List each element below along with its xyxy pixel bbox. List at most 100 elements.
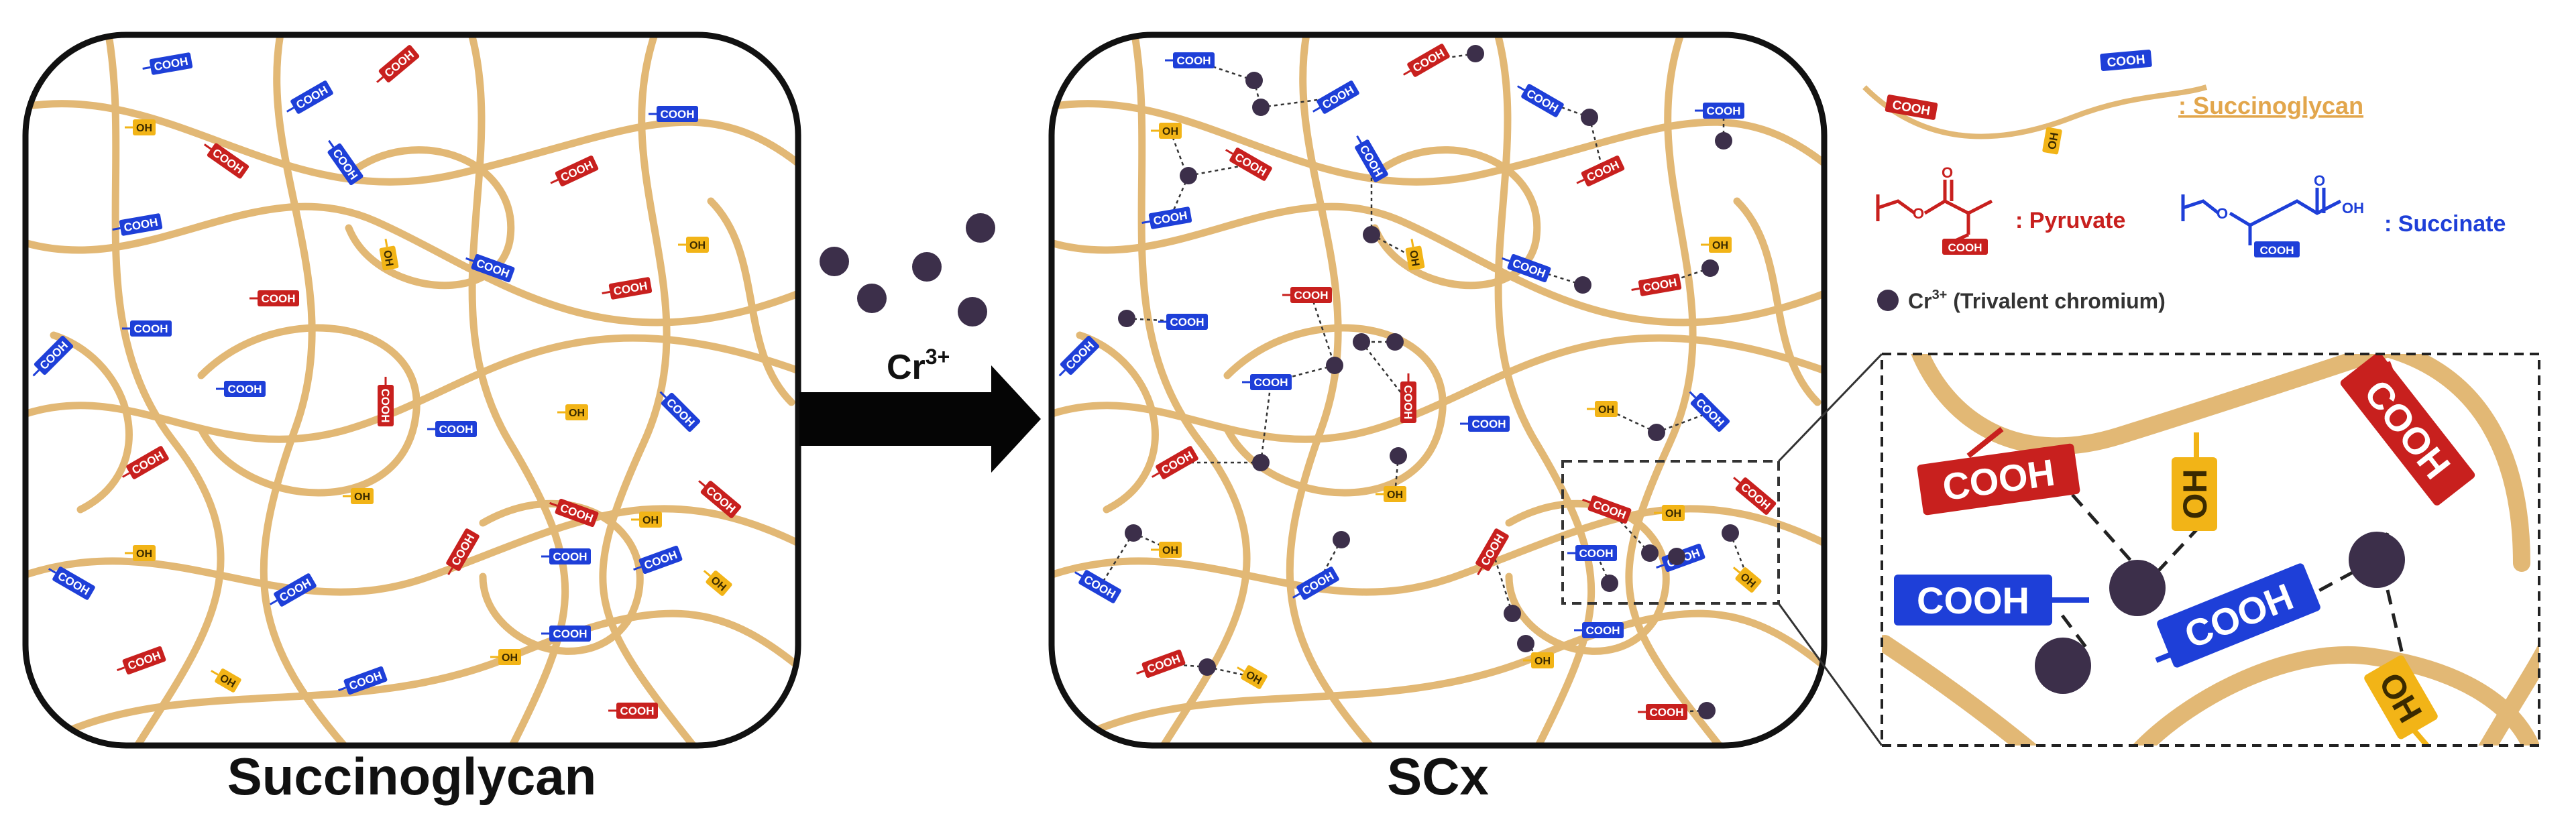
svg-text:COOH: COOH [553, 550, 587, 563]
svg-text:OH: OH [2176, 469, 2214, 520]
functional-group-tag: OH [557, 404, 588, 420]
svg-text:COOH: COOH [1707, 105, 1741, 117]
functional-group-tag: COOH [142, 52, 193, 75]
functional-group-tag: OH [1237, 665, 1268, 689]
chromium-ion [1722, 524, 1739, 542]
functional-group-tag: COOH [602, 277, 653, 300]
succinoglycan-network-panel: COOH COOH COOH OH COOH COOH COOH COOH COOH OH OH CO… [22, 32, 801, 749]
svg-text:COOH: COOH [661, 108, 695, 121]
functional-group-tag: COOH [117, 646, 166, 675]
chromium-ion [1252, 454, 1270, 471]
coordination-bond [1310, 294, 1336, 366]
svg-text:OH: OH [381, 249, 395, 267]
svg-text:COOH: COOH [2107, 53, 2146, 70]
functional-group-tag: OH [1523, 652, 1554, 668]
functional-group-tag: COOH [1567, 545, 1617, 561]
chromium-label: Cr3+ [887, 345, 950, 387]
functional-group-tag: OH [631, 512, 662, 528]
chromium-ion [1180, 167, 1197, 184]
left-panel-caption: Succinoglycan [227, 747, 597, 806]
legend-succinoglycan-label: : Succinoglycan [2178, 92, 2363, 119]
zoom-leader-lines [1777, 353, 1883, 746]
svg-text:OH: OH [1598, 404, 1614, 416]
zoom-chains [1882, 354, 2539, 746]
chromium-ion [1574, 276, 1591, 294]
functional-group-tag: OH [211, 668, 241, 693]
chromium-ion [1668, 548, 1685, 565]
functional-group-tag: COOH [122, 320, 172, 337]
succinate-ester-o: O [2217, 205, 2228, 222]
chromium-ion [2035, 638, 2091, 694]
functional-group-tag: OH [379, 239, 399, 271]
functional-group-tag: COOH [1460, 416, 1510, 432]
chromium-ion [1641, 544, 1659, 562]
succinate-oh: OH [2342, 200, 2364, 217]
functional-group-tag: COOH [378, 377, 394, 426]
legend-chromium-dot [1877, 290, 1899, 311]
chromium-ion [1125, 524, 1142, 542]
coordination-bond [1259, 381, 1272, 463]
functional-group-tag: COOH [659, 391, 701, 432]
functional-group-tag: COOH [1282, 287, 1332, 303]
svg-text:OH: OH [502, 652, 518, 664]
chromium-ion [820, 247, 849, 276]
chromium-ion [1353, 333, 1370, 351]
svg-text:COOH: COOH [1472, 418, 1506, 430]
coordination-bond [1491, 549, 1514, 614]
svg-text:COOH: COOH [1402, 385, 1414, 420]
functional-group-tag: COOH [286, 80, 333, 114]
legend-pyruvate [1876, 180, 1993, 247]
functional-group-tag: COOH [1695, 103, 1744, 119]
chromium-ion [912, 252, 942, 282]
functional-group-tag: OH [1654, 505, 1685, 521]
chromium-ion [1467, 45, 1484, 62]
functional-group-tag: OH [1151, 123, 1182, 139]
svg-text:COOH: COOH [1254, 376, 1288, 389]
functional-group-tag: OH [125, 119, 156, 135]
svg-text:COOH: COOH [379, 389, 392, 423]
functional-group-tag: COOH [608, 703, 658, 719]
functional-group-tag: COOH [1165, 52, 1215, 68]
chromium-ion [1252, 99, 1270, 116]
functional-group-tag: OH [1376, 486, 1406, 502]
svg-text:COOH: COOH [1524, 86, 1561, 115]
functional-group-tag: OH [1587, 401, 1618, 417]
chromium-ion [1118, 310, 1135, 327]
svg-text:OH: OH [689, 240, 706, 251]
chromium-ion [1333, 531, 1350, 548]
svg-text:COOH: COOH [1170, 316, 1205, 329]
right-panel-frame [1048, 32, 1828, 749]
chromium-ions-free [820, 213, 995, 326]
legend-chromium-label: Cr3+ (Trivalent chromium) [1908, 288, 2166, 313]
legend-succinate-label: : Succinate [2384, 211, 2506, 237]
zoom-oh-1: OH [2172, 457, 2217, 531]
svg-text:OH: OH [1712, 240, 1728, 251]
chromium-ion [1581, 109, 1598, 126]
chromium-ion [1698, 702, 1716, 719]
svg-text:COOH: COOH [439, 423, 473, 436]
svg-text:COOH: COOH [1586, 624, 1620, 637]
scx-network-panel: COOH COOH COOH OH COOH COOH COOH COOH COOH COOH OH… [1048, 32, 1828, 749]
svg-text:OH: OH [1387, 489, 1403, 501]
svg-text:COOH: COOH [1320, 83, 1356, 111]
reaction-arrow-group: Cr3+ [799, 213, 1041, 473]
functional-group-tag: COOH [376, 45, 420, 83]
zoom-region-marker [1561, 460, 1780, 605]
left-panel-frame [22, 32, 801, 749]
functional-group-tag: COOH [1574, 622, 1624, 638]
legend-succinate [2181, 188, 2342, 245]
chromium-ion [1390, 447, 1407, 465]
functional-group-tag: COOH [1517, 84, 1564, 117]
right-panel-caption: SCx [1387, 747, 1489, 806]
functional-group-tag: COOH [1058, 335, 1100, 377]
svg-text:COOH: COOH [1917, 579, 2029, 621]
svg-text:COOH: COOH [56, 569, 92, 597]
svg-text:COOH: COOH [228, 383, 262, 396]
zoom-cooh-blue-1: COOH [1894, 575, 2052, 626]
functional-group-tag: OH [678, 237, 709, 253]
coordination-bond [1528, 267, 1583, 286]
chromium-ion [1363, 226, 1380, 243]
functional-group-tag: OH [1701, 237, 1732, 253]
chromium-ion [958, 297, 987, 326]
